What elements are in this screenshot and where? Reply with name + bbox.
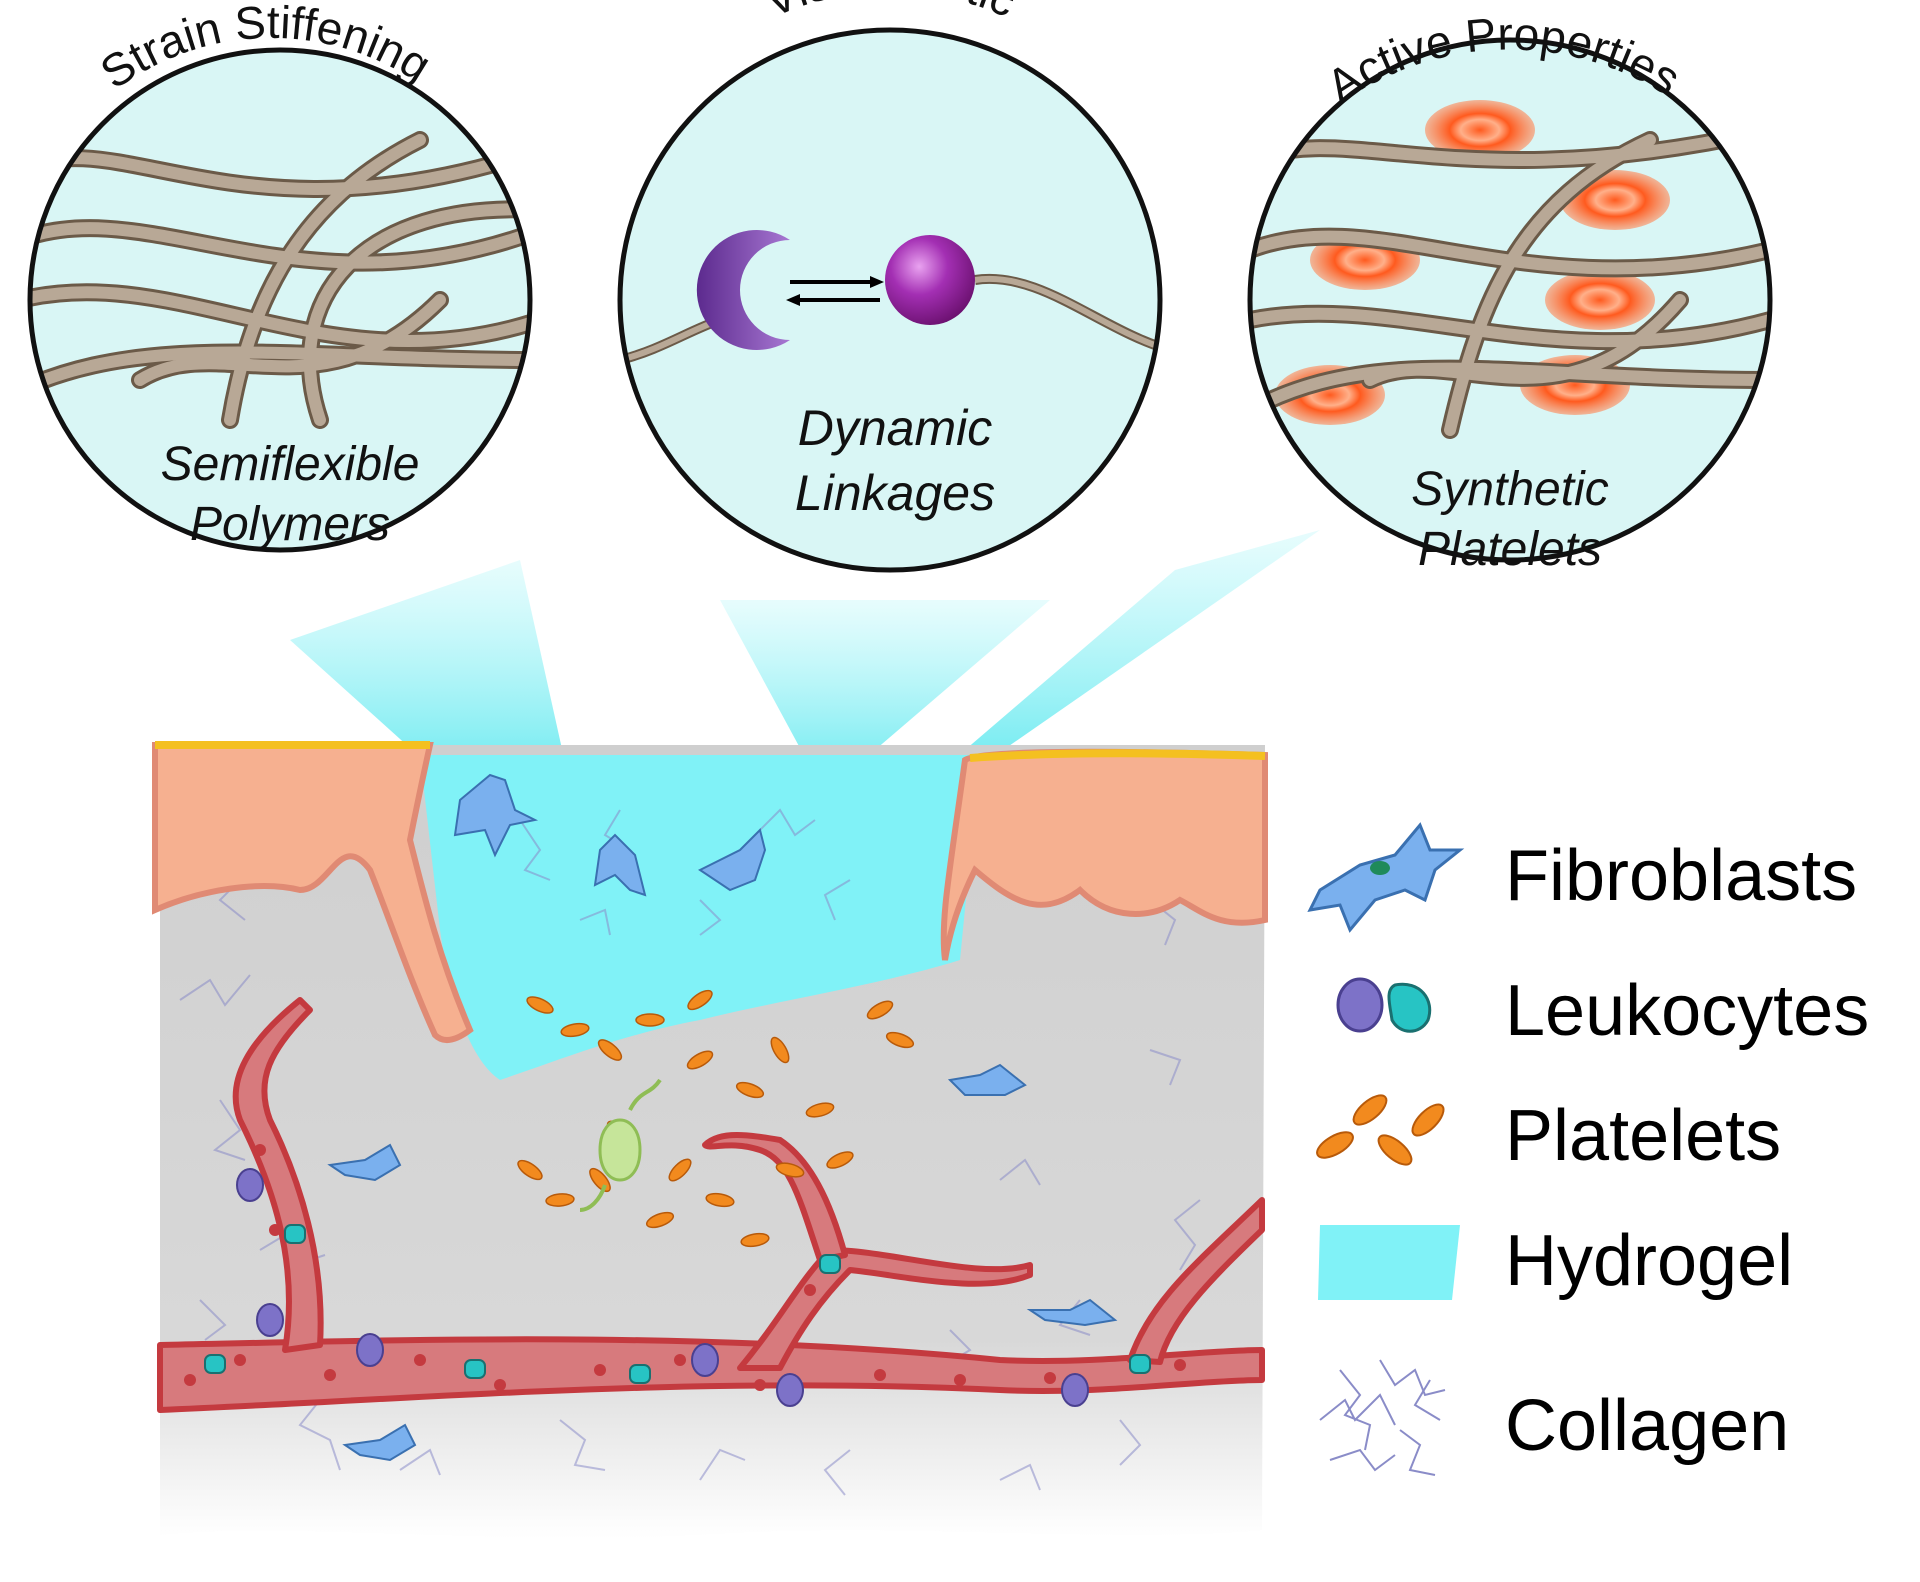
caption-synthetic-line1: Synthetic	[1411, 463, 1608, 516]
wound-tissue	[152, 741, 1268, 1539]
legend-label-hydrogel: Hydrogel	[1505, 1221, 1794, 1301]
collagen-fiber-icon	[1319, 1359, 1446, 1476]
legend-label-collagen: Collagen	[1505, 1386, 1790, 1466]
legend-label-platelets: Platelets	[1505, 1096, 1782, 1176]
arc-title-viscoelastic: Viscoelastic	[757, 0, 1024, 27]
hydrogel-swatch-icon	[1318, 1225, 1460, 1300]
magnification-beams	[290, 530, 1320, 785]
hydrogel-fill	[420, 755, 980, 1080]
caption-dynamic-line1: Dynamic	[798, 400, 992, 456]
legend-label-fibroblasts: Fibroblasts	[1505, 836, 1858, 916]
caption-dynamic-line2: Linkages	[795, 465, 995, 521]
platelet-cluster-icon	[1316, 1094, 1445, 1166]
legend	[1307, 822, 1465, 1476]
wound-platelets	[517, 989, 915, 1248]
caption-semiflexible-line2: Polymers	[190, 498, 390, 551]
caption-semiflexible-line1: Semiflexible	[161, 438, 420, 491]
tissue-fibroblasts	[327, 773, 1118, 1462]
red-blood-cells	[184, 1144, 1186, 1391]
fibroblast-cell-icon	[1307, 822, 1465, 933]
linkage-cup-icon	[696, 230, 790, 350]
inset-viscoelastic	[617, 27, 1163, 573]
linkage-ball-icon	[885, 235, 975, 325]
leukocyte-pair-icon	[1336, 977, 1432, 1033]
caption-synthetic-line2: Platelets	[1418, 523, 1602, 576]
epidermis-left	[152, 742, 474, 1043]
vessel-leukocytes	[204, 1168, 1151, 1407]
legend-label-leukocytes: Leukocytes	[1505, 971, 1870, 1051]
green-cell	[579, 1078, 662, 1212]
inset-active-properties	[1247, 37, 1773, 563]
